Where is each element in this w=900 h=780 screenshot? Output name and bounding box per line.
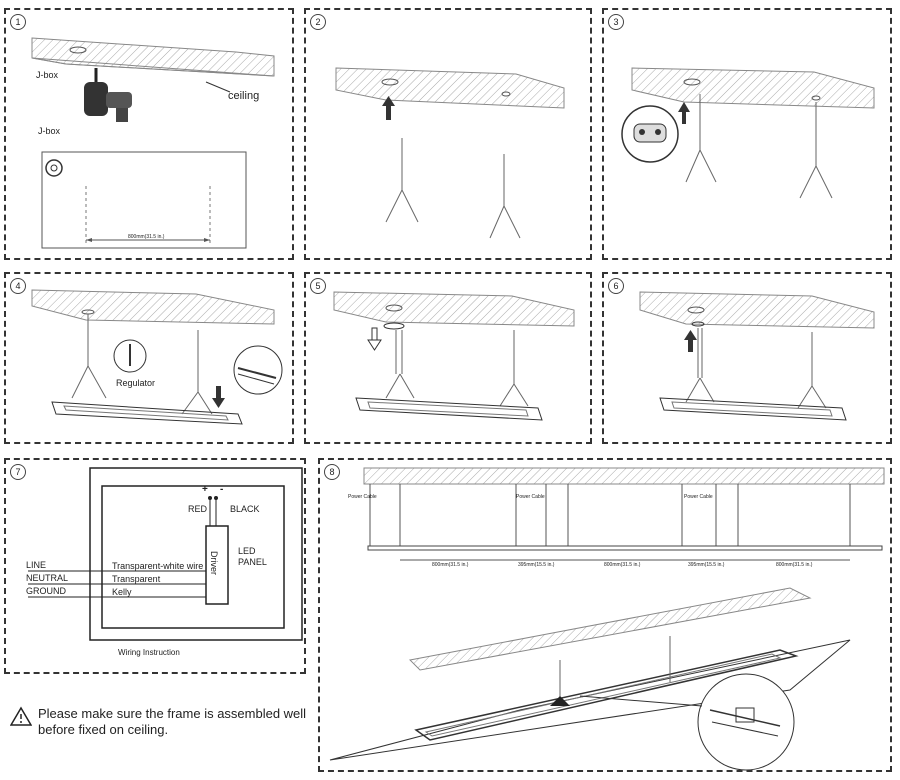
step-1-illustration [31,37,275,249]
warning-note: Please make sure the frame is assembled … [10,706,318,738]
step-number: 5 [310,278,326,294]
dimension-label: 800mm(31.5 in.) [604,562,641,568]
step-6-panel: 6 [602,272,892,444]
step-number: 4 [10,278,26,294]
wire-name: NEUTRAL [26,573,69,583]
driver-box [205,525,229,605]
step-2-illustration [335,67,565,239]
driver-label: Driver [209,551,219,575]
step-6-illustration [639,291,875,421]
wire-name: LINE [26,560,47,570]
dimension-label: 800mm(31.5 in.) [776,562,813,568]
step-number: 2 [310,14,326,30]
wire-desc: Transparent [112,574,161,584]
arrow-down-icon [212,386,225,408]
black-label: BLACK [230,504,260,514]
step-5-panel: 5 [304,272,592,444]
step-number: 8 [324,464,340,480]
step-3-illustration [621,67,875,199]
arrow-up-icon [382,96,395,120]
plus-label: + [202,484,208,495]
step-number: 3 [608,14,624,30]
step-2-panel: 2 [304,8,592,260]
step-3-panel: 3 [602,8,892,260]
warning-icon [10,706,32,726]
step-4-panel: 4 Regulator [4,272,294,444]
dimension-label: 395mm(15.5 in.) [518,562,555,568]
warning-text: Please make sure the frame is assembled … [38,706,307,737]
wire-name: GROUND [26,586,66,596]
spacing-label: 800mm(31.5 in.) [128,234,165,240]
jbox-label: J-box [38,126,61,136]
step-number: 7 [10,464,26,480]
arrow-up-icon [678,102,690,124]
step-1-panel: 1 J-box ceiling J-box 800mm(31.5 in.) [4,8,294,260]
jbox-label: J-box [36,70,59,80]
power-cable-label: Power Cable [516,494,545,500]
step-5-illustration [333,291,575,421]
drill-icon [84,68,132,122]
wiring-diagram [28,467,303,641]
regulator-label: Regulator [116,378,156,388]
power-cable-label: Power Cable [684,494,713,500]
wire-desc: Kelly [112,587,132,597]
step-number: 1 [10,14,26,30]
step-8-panel: 8 Power Cable Power Cable Power Cable 80… [318,458,892,772]
red-label: RED [188,504,208,514]
arrow-up-icon [684,330,697,352]
power-cable-label: Power Cable [348,494,377,500]
step-4-illustration [31,289,283,425]
minus-label: - [220,484,224,495]
step-number: 6 [608,278,624,294]
arrow-down-icon [367,327,382,351]
step-8-illustration [329,467,885,771]
step-7-panel: 7 + - RED BLACK Driver LED PANEL LINE Tr… [4,458,306,674]
wire-desc: Transparent-white wire [112,561,204,571]
dimension-label: 800mm(31.5 in.) [432,562,469,568]
led-panel-label: LED PANEL [238,546,267,567]
wiring-caption: Wiring Instruction [118,648,180,657]
dimension-label: 395mm(15.5 in.) [688,562,725,568]
ceiling-label: ceiling [228,90,260,102]
